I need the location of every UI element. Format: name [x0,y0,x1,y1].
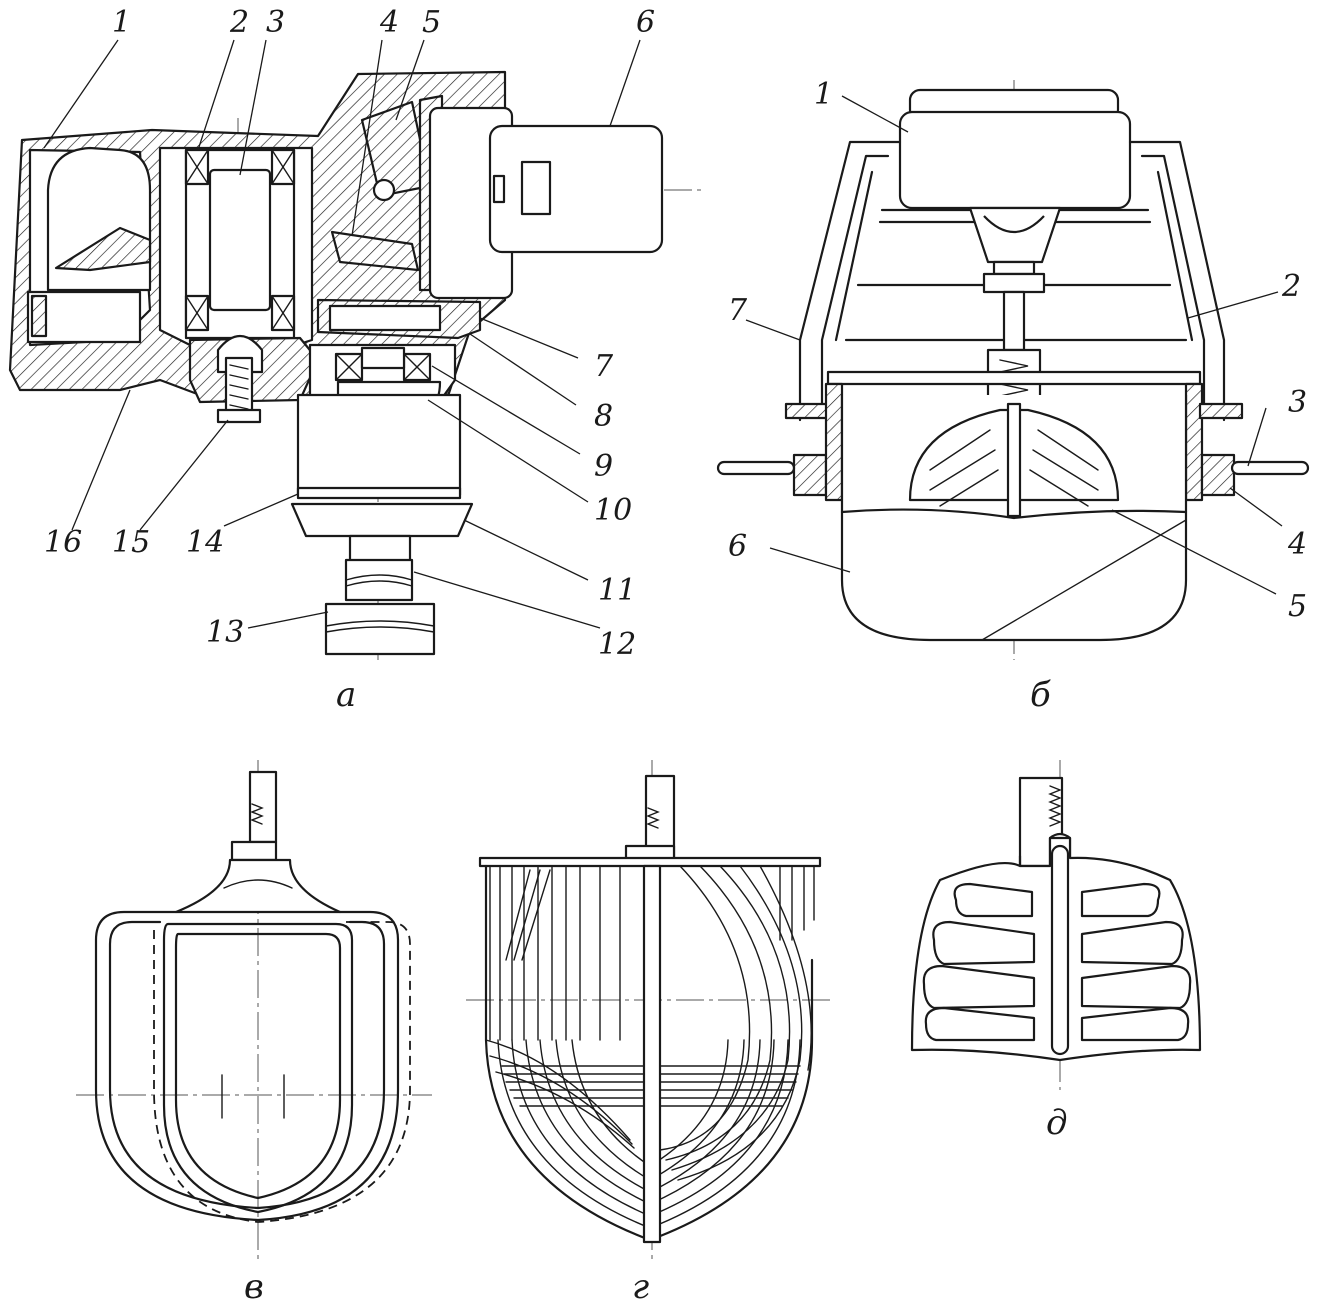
caption-v: в [244,1267,264,1307]
label-a-14: 14 [186,525,224,560]
label-a-10: 10 [594,493,632,528]
label-a-11: 11 [598,573,636,608]
label-a-16: 16 [44,525,82,560]
label-a-15: 15 [112,525,150,560]
label-b-6: 6 [728,529,747,564]
label-a-9: 9 [594,449,613,484]
label-a-1: 1 [112,5,131,40]
label-a-6: 6 [636,5,655,40]
view-d-beater-blade: д [910,760,1202,1143]
label-a-3: 3 [266,5,285,40]
view-v-flat-paddle: в [76,760,432,1307]
label-b-7: 7 [728,293,748,328]
caption-b: б [1030,675,1051,715]
caption-d: д [1046,1103,1068,1143]
view-b-mixer-assembly: 1 2 3 4 5 6 7 б [716,77,1310,715]
label-a-12: 12 [598,627,636,662]
whisk-top-wires [489,865,815,1041]
label-a-7: 7 [594,349,614,384]
label-a-13: 13 [206,615,244,650]
label-b-2: 2 [1281,269,1301,304]
label-a-8: 8 [594,399,613,434]
label-a-2: 2 [229,5,249,40]
caption-a: а [336,675,356,715]
view-a-gearbox-section: 1 2 3 4 5 6 7 8 9 10 11 12 13 14 15 16 а [8,5,705,715]
label-b-3: 3 [1288,385,1307,420]
view-g-wire-whisk: г [466,760,830,1307]
label-a-5: 5 [422,5,441,40]
label-b-4: 4 [1287,527,1307,562]
caption-g: г [632,1267,649,1307]
label-a-4: 4 [379,5,399,40]
label-b-1: 1 [814,77,833,112]
label-b-5: 5 [1288,589,1307,624]
